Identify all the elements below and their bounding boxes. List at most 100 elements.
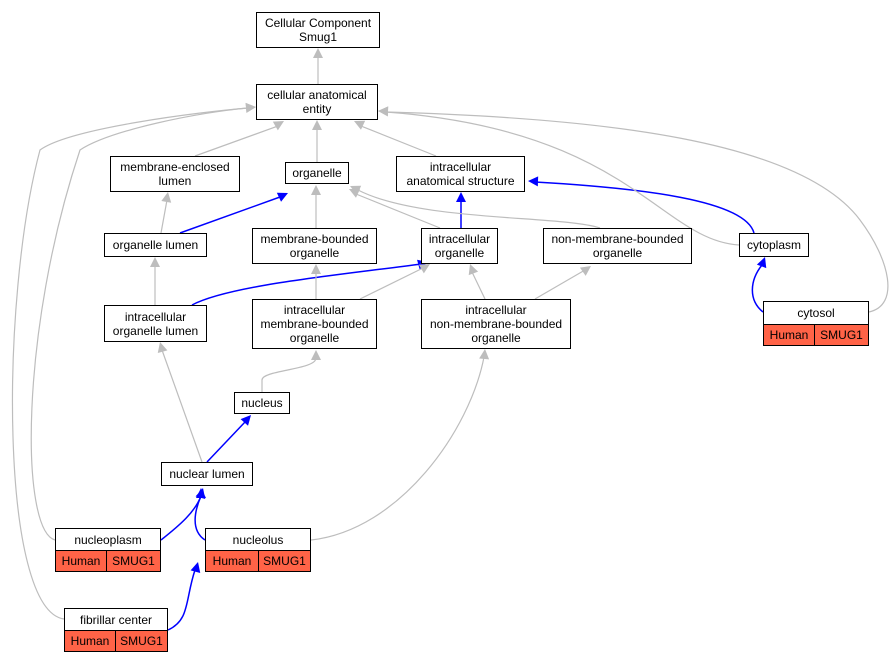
edge-arrowhead — [311, 264, 321, 274]
species-cell: Human — [206, 551, 259, 571]
edge-line — [167, 569, 196, 631]
edge-line — [194, 125, 279, 157]
edge-orgl-mel — [160, 192, 172, 234]
edge-nucleus-imbo — [261, 350, 321, 392]
gene-cell: SMUG1 — [820, 328, 863, 342]
edge-line — [359, 267, 424, 300]
edge-arrowhead — [378, 106, 389, 117]
edge-line — [194, 495, 206, 541]
edge-io-ias — [456, 192, 466, 228]
edge-arrowhead — [418, 264, 430, 274]
annotation-row-nucleoplasm: Human SMUG1 — [55, 551, 161, 572]
edge-line — [160, 199, 168, 234]
edge-arrowhead — [311, 350, 321, 360]
edge-line — [534, 269, 586, 300]
edge-line — [471, 271, 486, 300]
edge-nl-iol — [157, 342, 203, 463]
annotation-row-nucleolus: Human SMUG1 — [205, 551, 311, 572]
edge-line — [534, 181, 755, 234]
edge-line — [385, 111, 740, 246]
node-non-membrane-bounded-organelle[interactable]: non-membrane-bounded organelle — [543, 228, 692, 264]
edge-line — [385, 111, 889, 313]
edge-arrowhead — [312, 120, 322, 130]
edge-line — [179, 196, 281, 234]
edge-fc-cae — [11, 102, 256, 620]
edge-iol-io — [191, 259, 428, 306]
node-fibrillar-center[interactable]: fibrillar center — [64, 608, 168, 631]
edge-arrowhead — [756, 257, 767, 269]
edge-line — [11, 107, 249, 620]
node-organelle-lumen[interactable]: organelle lumen — [104, 233, 207, 257]
edge-ias-cae — [354, 120, 437, 157]
species-cell: Human — [56, 551, 107, 571]
node-nuclear-lumen[interactable]: nuclear lumen — [161, 462, 253, 486]
edge-nmbo-org — [350, 185, 601, 229]
edge-arrowhead — [479, 349, 490, 360]
node-membrane-bounded-organelle[interactable]: membrane-bounded organelle — [252, 228, 377, 264]
edge-cytosol-cyto — [751, 257, 767, 313]
node-cytoplasm[interactable]: cytoplasm — [739, 233, 809, 257]
edge-imbo-mbo — [311, 264, 321, 299]
edge-mel-cae — [194, 121, 284, 157]
node-intracellular-non-membrane-bounded-organelle[interactable]: intracellular non-membrane-bounded organ… — [421, 299, 571, 349]
edge-nl-nucleus — [206, 415, 251, 463]
edge-root-cae — [313, 48, 323, 84]
edge-line — [360, 125, 437, 157]
edge-imbo-io — [359, 264, 430, 300]
node-membrane-enclosed-lumen[interactable]: membrane-enclosed lumen — [110, 156, 240, 192]
edge-arrowhead — [196, 488, 206, 498]
edge-arrowhead — [456, 192, 466, 202]
edge-fc-nuc — [167, 562, 201, 631]
edge-inmbo-nmbo — [534, 266, 591, 300]
node-cellular-component-smug1[interactable]: Cellular Component Smug1 — [256, 12, 380, 48]
node-nucleus[interactable]: nucleus — [234, 392, 290, 414]
node-intracellular-organelle-lumen[interactable]: intracellular organelle lumen — [104, 305, 207, 342]
node-intracellular-membrane-bounded-organelle[interactable]: intracellular membrane-bounded organelle — [252, 299, 377, 349]
edge-iol-orgl — [150, 257, 160, 305]
edge-arrowhead — [311, 185, 321, 195]
node-cytosol[interactable]: cytosol — [763, 301, 869, 325]
edge-mbo-org — [311, 185, 321, 228]
edge-arrowhead — [161, 192, 172, 203]
node-intracellular-organelle[interactable]: intracellular organelle — [421, 228, 498, 264]
edge-arrowhead — [150, 257, 160, 267]
edge-arrowhead — [240, 415, 251, 426]
edge-line — [191, 263, 422, 306]
edge-line — [206, 421, 246, 463]
edge-orgl-org — [179, 192, 288, 234]
edge-arrowhead — [528, 176, 539, 187]
edge-line — [30, 107, 249, 541]
edge-line — [310, 356, 485, 541]
annotation-row-cytosol: Human SMUG1 — [763, 325, 869, 346]
edge-line — [161, 349, 203, 463]
edge-line — [751, 264, 764, 313]
edge-arrowhead — [245, 102, 256, 113]
edge-arrowhead — [468, 264, 479, 276]
edge-arrowhead — [354, 120, 366, 130]
node-cellular-anatomical-entity[interactable]: cellular anatomical entity — [256, 84, 378, 120]
node-nucleoplasm[interactable]: nucleoplasm — [55, 528, 161, 551]
edge-arrowhead — [190, 562, 201, 573]
edge-arrowhead — [350, 185, 362, 195]
edge-nuc-inmbo — [310, 349, 490, 541]
edge-cytosol-cae — [378, 106, 889, 313]
node-organelle[interactable]: organelle — [285, 162, 349, 184]
edge-line — [261, 357, 317, 392]
edge-cyto-ias — [528, 176, 755, 234]
gene-cell: SMUG1 — [120, 634, 163, 648]
edge-arrowhead — [579, 266, 591, 276]
species-cell: Human — [764, 325, 815, 345]
edge-org-cae — [312, 120, 322, 162]
node-intracellular-anatomical-structure[interactable]: intracellular anatomical structure — [396, 156, 525, 192]
edge-inmbo-io — [468, 264, 486, 300]
gene-cell: SMUG1 — [263, 554, 306, 568]
edge-arrowhead — [272, 121, 284, 131]
edge-line — [355, 193, 441, 229]
species-cell: Human — [65, 631, 116, 651]
annotation-row-fibrillar-center: Human SMUG1 — [64, 631, 168, 652]
node-nucleolus[interactable]: nucleolus — [205, 528, 311, 551]
edge-arrowhead — [313, 48, 323, 58]
edge-arrowhead — [276, 192, 288, 202]
